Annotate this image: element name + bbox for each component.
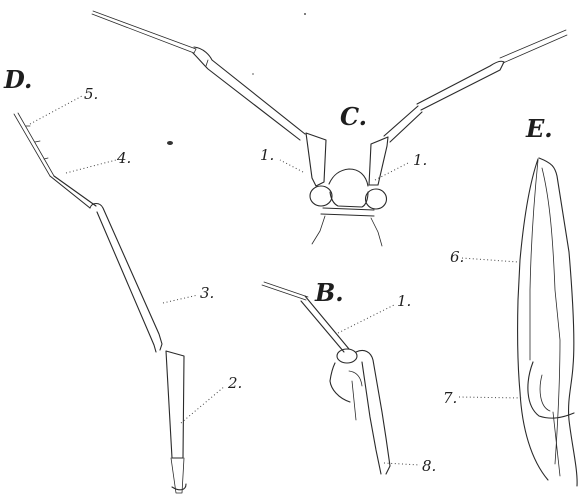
- part-numbers: 5. 4. 3. 2. 1. 1. 1. 8. 6. 7.: [84, 85, 464, 475]
- label-e-6: 6.: [450, 248, 464, 266]
- label-figure-b: B.: [314, 278, 344, 307]
- figure-c-right-eye: [366, 189, 387, 209]
- figure-c-head-antennae: [92, 11, 567, 246]
- figure-b-head-side: [262, 282, 390, 474]
- label-d-4: 4.: [116, 149, 131, 167]
- figure-b-eye: [337, 349, 357, 363]
- label-d-3: 3.: [200, 284, 214, 302]
- label-c-1-right: 1.: [413, 151, 427, 169]
- label-e-7: 7.: [443, 389, 457, 407]
- label-figure-d: D.: [3, 65, 32, 94]
- label-b-8: 8.: [422, 457, 436, 475]
- label-b-1: 1.: [397, 292, 411, 310]
- label-d-2: 2.: [227, 374, 242, 392]
- figure-c-head-capsule: [310, 169, 387, 246]
- figure-c-left-eye: [310, 186, 332, 206]
- label-d-5: 5.: [84, 85, 98, 103]
- label-c-1-left: 1.: [260, 146, 274, 164]
- figure-d-antenna: [14, 113, 186, 493]
- label-figure-e: E.: [525, 114, 553, 143]
- label-figure-c: C.: [340, 102, 367, 131]
- figure-e-structure: [518, 158, 578, 486]
- leader-lines: [30, 96, 522, 465]
